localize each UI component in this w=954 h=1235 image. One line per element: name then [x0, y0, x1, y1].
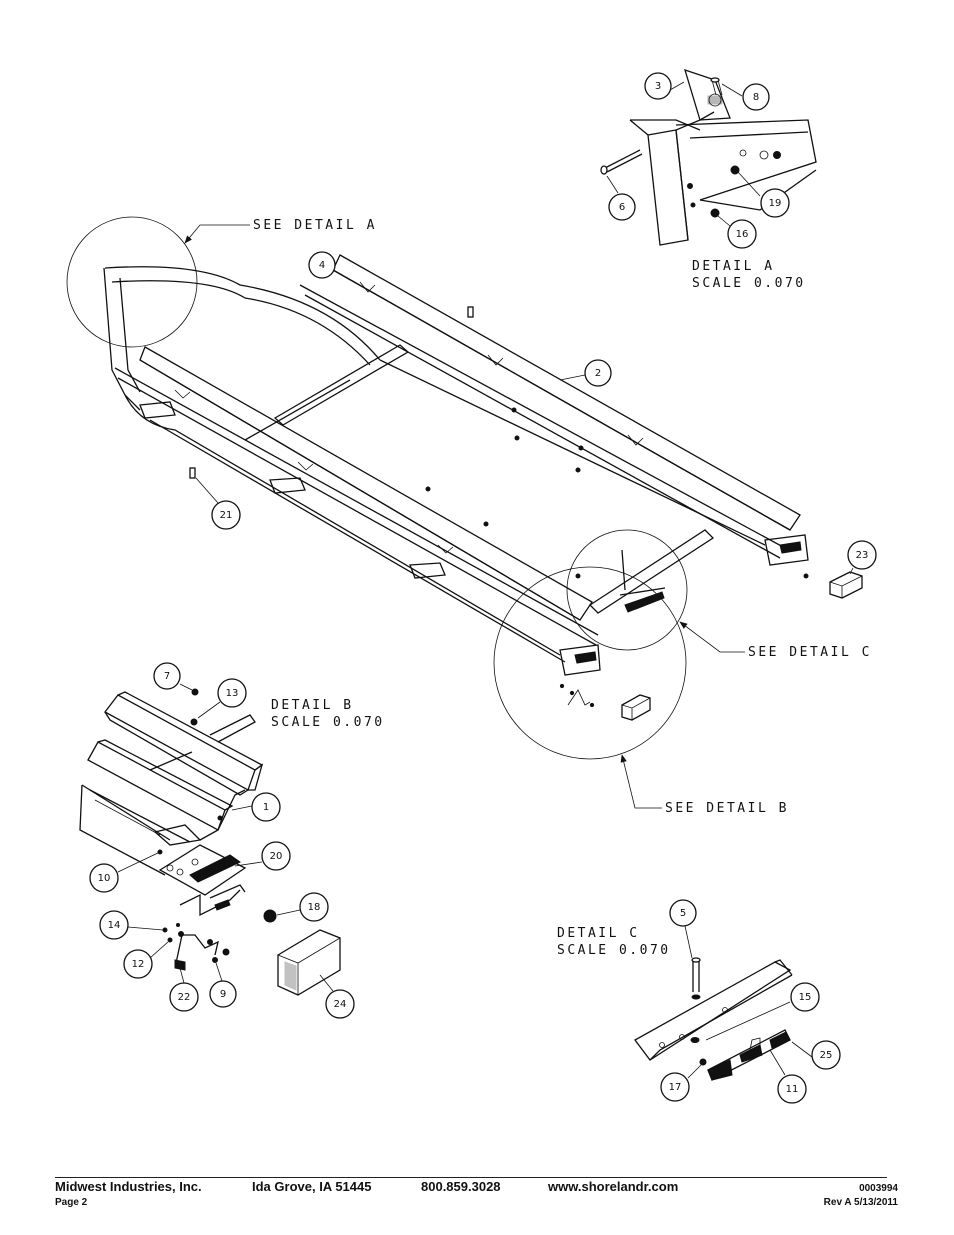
detail-c-view — [634, 957, 793, 1081]
footer-phone: 800.859.3028 — [421, 1179, 501, 1194]
balloon-item-4: 4 — [308, 251, 336, 279]
trailer-frame — [103, 254, 863, 721]
svg-text:19: 19 — [769, 198, 782, 209]
svg-text:24: 24 — [334, 999, 347, 1010]
detail-a-circle — [66, 216, 198, 348]
svg-text:SEE DETAIL B: SEE DETAIL B — [665, 801, 789, 816]
balloon-item-2: 2 — [559, 359, 612, 387]
svg-text:12: 12 — [132, 959, 145, 970]
balloon-item-25: 25 — [791, 1040, 841, 1070]
footer-company: Midwest Industries, Inc. — [55, 1179, 202, 1194]
svg-text:5: 5 — [680, 908, 686, 919]
balloon-item-3: 3 — [644, 72, 685, 100]
balloon-item-15: 15 — [705, 982, 820, 1041]
balloon-item-22: 22 — [169, 967, 199, 1012]
svg-text:4: 4 — [319, 260, 325, 271]
balloon-item-9: 9 — [209, 962, 237, 1008]
svg-text:25: 25 — [820, 1050, 833, 1061]
footer-doc-number: 0003994 — [859, 1183, 898, 1194]
svg-text:21: 21 — [220, 510, 233, 521]
detail-c-title: DETAIL C — [557, 926, 640, 941]
detail-c-scale: SCALE 0.070 — [557, 943, 671, 958]
balloon-item-21: 21 — [195, 477, 241, 530]
detail-b-circle — [493, 566, 687, 760]
balloon-item-6: 6 — [606, 175, 636, 221]
footer-rule — [55, 1177, 887, 1178]
footer-address: Ida Grove, IA 51445 — [252, 1179, 372, 1194]
svg-text:10: 10 — [98, 873, 111, 884]
callout-detail-b: SEE DETAIL B — [620, 754, 789, 816]
svg-text:9: 9 — [220, 989, 226, 1000]
footer-page: Page 2 — [55, 1197, 88, 1208]
balloon-item-7: 7 — [153, 662, 193, 691]
balloon-item-19: 19 — [737, 171, 790, 218]
svg-text:18: 18 — [308, 902, 321, 913]
balloon-item-8: 8 — [721, 83, 770, 111]
balloon-item-11: 11 — [769, 1049, 807, 1104]
svg-text:3: 3 — [655, 81, 661, 92]
balloon-item-12: 12 — [123, 941, 169, 979]
balloon-item-24: 24 — [319, 974, 355, 1019]
balloon-item-14: 14 — [99, 910, 164, 940]
svg-text:6: 6 — [619, 202, 625, 213]
svg-text:17: 17 — [669, 1082, 682, 1093]
balloon-item-10: 10 — [89, 851, 161, 893]
footer-revision: Rev A 5/13/2011 — [823, 1197, 898, 1208]
svg-text:20: 20 — [270, 851, 283, 862]
detail-a-title: DETAIL A — [692, 259, 775, 274]
svg-text:15: 15 — [799, 992, 812, 1003]
balloon-item-1: 1 — [231, 792, 281, 822]
callout-detail-c: SEE DETAIL C — [679, 621, 872, 660]
balloon-item-16: 16 — [717, 215, 757, 249]
svg-text:22: 22 — [178, 992, 191, 1003]
svg-text:16: 16 — [736, 229, 749, 240]
svg-text:8: 8 — [753, 92, 759, 103]
balloon-item-17: 17 — [660, 1064, 702, 1102]
svg-text:SEE DETAIL A: SEE DETAIL A — [253, 218, 377, 233]
detail-c-circle — [566, 529, 688, 651]
svg-text:23: 23 — [856, 550, 869, 561]
svg-text:2: 2 — [595, 368, 601, 379]
svg-text:14: 14 — [108, 920, 121, 931]
balloon-item-20: 20 — [234, 841, 291, 871]
detail-b-scale: SCALE 0.070 — [271, 715, 385, 730]
svg-text:13: 13 — [226, 688, 239, 699]
balloon-item-18: 18 — [276, 892, 329, 922]
callout-detail-a: SEE DETAIL A — [184, 218, 377, 244]
detail-b-view — [79, 688, 341, 996]
svg-text:11: 11 — [786, 1084, 799, 1095]
detail-a-view — [600, 68, 817, 246]
balloon-item-23: 23 — [847, 540, 877, 575]
footer-website[interactable]: www.shorelandr.com — [548, 1179, 679, 1194]
balloon-item-5: 5 — [669, 899, 697, 959]
svg-text:SEE DETAIL C: SEE DETAIL C — [748, 645, 872, 660]
svg-text:7: 7 — [164, 671, 170, 682]
svg-text:1: 1 — [263, 802, 269, 813]
detail-b-title: DETAIL B — [271, 698, 354, 713]
detail-a-scale: SCALE 0.070 — [692, 276, 806, 291]
balloon-item-13: 13 — [197, 678, 247, 719]
